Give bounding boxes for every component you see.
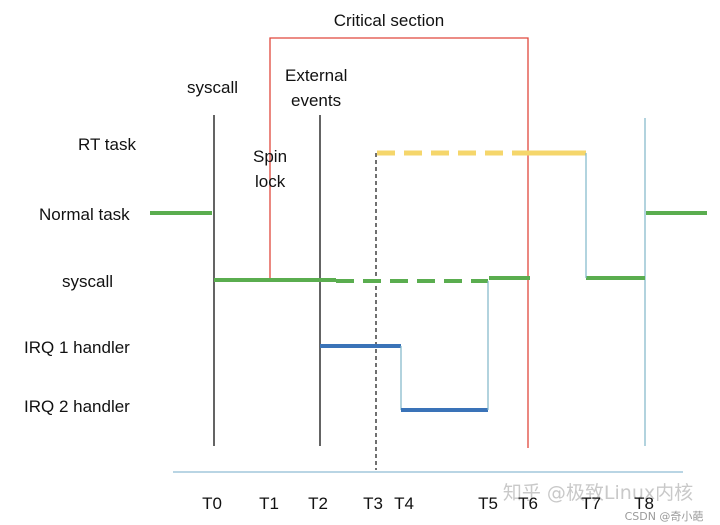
annotation-spin-lock-line1: Spin [253,147,287,166]
critical-section-bracket [269,37,529,448]
tick-label-t8: T8 [634,494,654,513]
tick-label-t0: T0 [202,494,222,513]
tick-label-t5: T5 [478,494,498,513]
tick-labels: T0 T1 T2 T3 T4 T5 T6 T7 T8 [202,494,654,513]
tick-label-t4: T4 [394,494,414,513]
annotation-external-events-line2: events [291,91,341,110]
tick-label-t7: T7 [581,494,601,513]
critical-section-title: Critical section [334,11,445,30]
tick-label-t6: T6 [518,494,538,513]
watermark-text: 知乎 @极致Linux内核 [503,482,693,504]
tick-label-t1: T1 [259,494,279,513]
tick-label-t3: T3 [363,494,383,513]
row-label-syscall: syscall [62,272,113,291]
row-label-irq1-handler: IRQ 1 handler [24,338,130,357]
annotation-syscall: syscall [187,78,238,97]
annotation-spin-lock-line2: lock [255,172,286,191]
annotation-external-events-line1: External [285,66,347,85]
row-label-irq2-handler: IRQ 2 handler [24,397,130,416]
tick-label-t2: T2 [308,494,328,513]
row-label-rt-task: RT task [78,135,136,154]
watermark-small-text: CSDN @奇小葩 [625,510,704,523]
row-label-normal-task: Normal task [39,205,130,224]
